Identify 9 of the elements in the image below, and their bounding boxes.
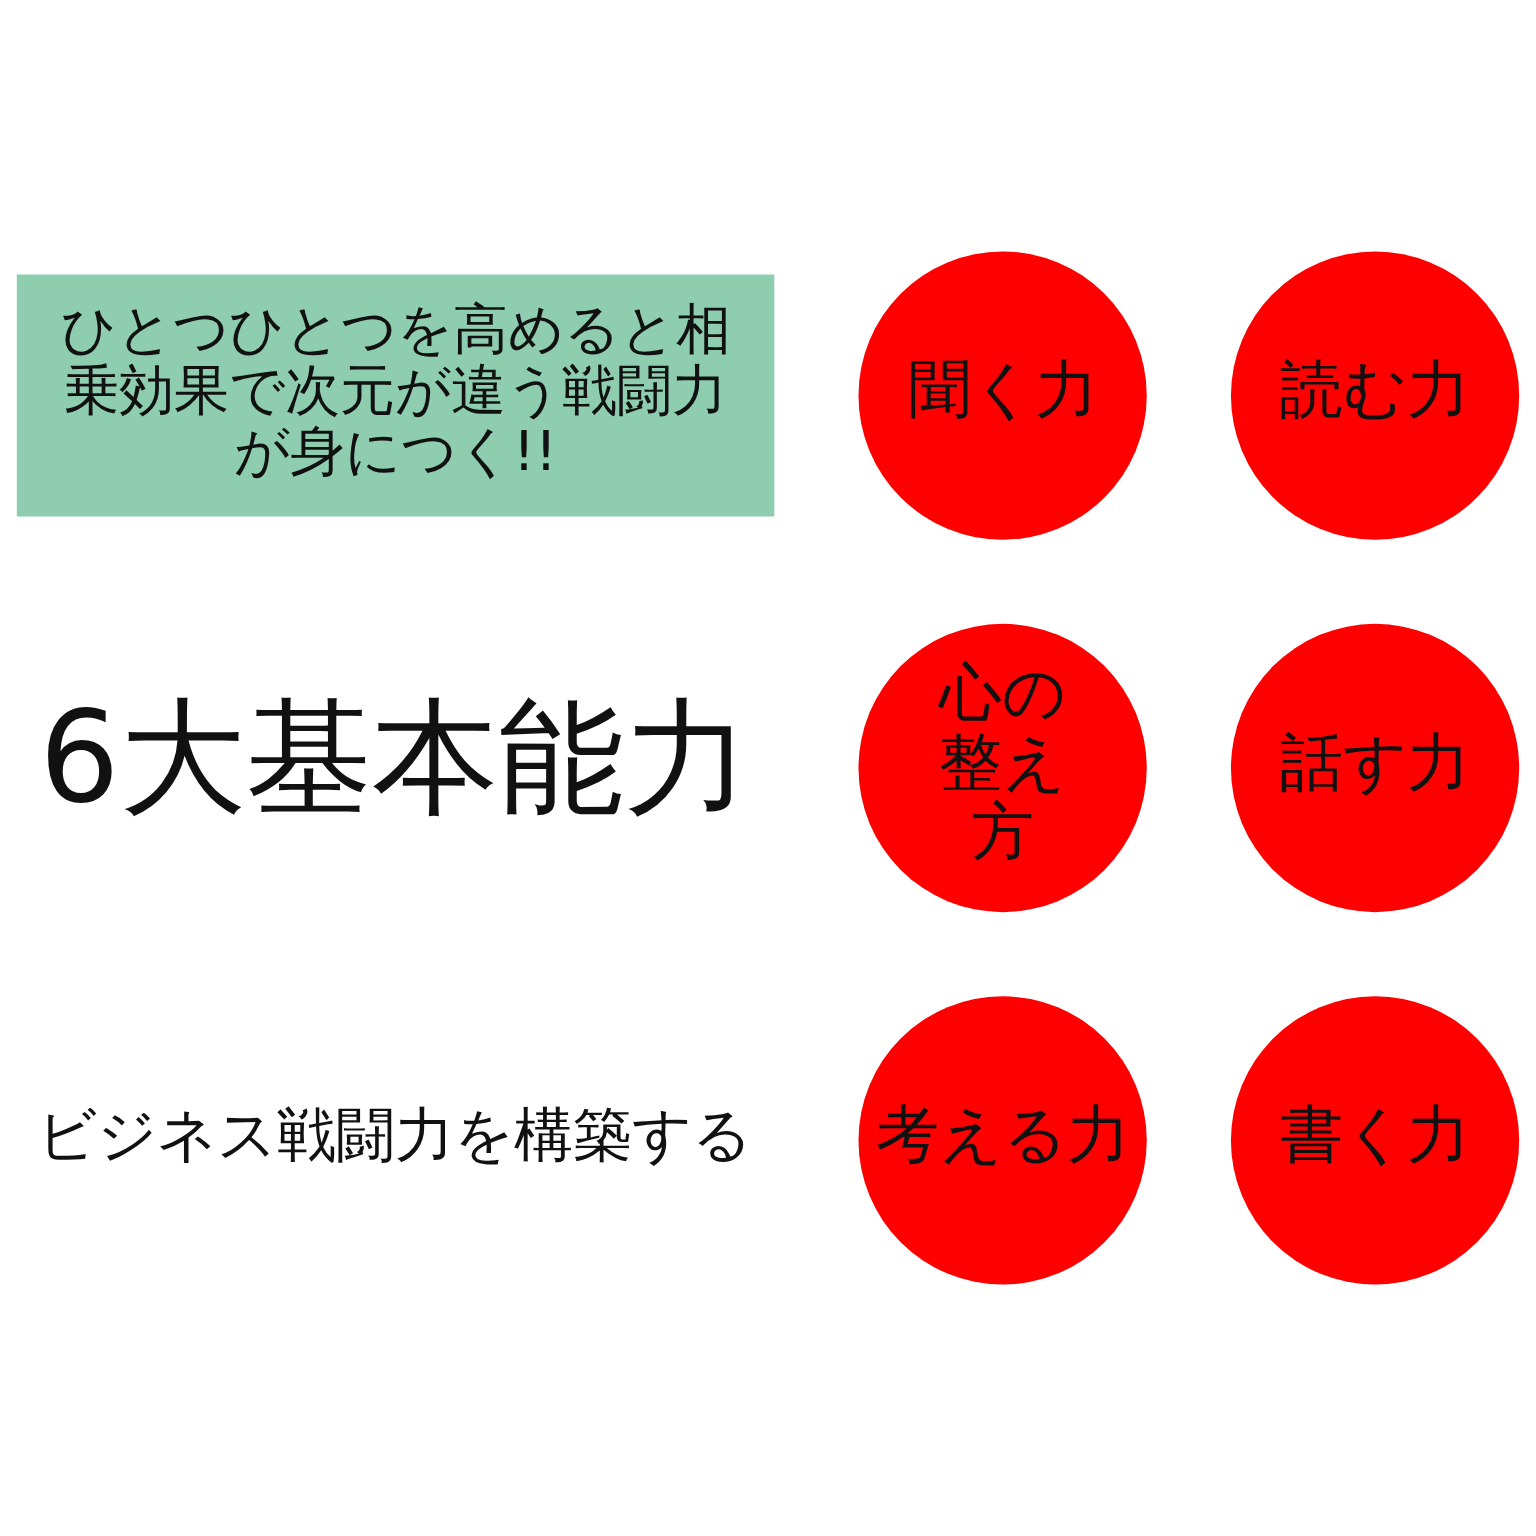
- node-circle: 考える力: [858, 996, 1147, 1285]
- node-circle: 読む力: [1230, 251, 1520, 540]
- node-circle: 聞く力: [858, 251, 1147, 540]
- label: 6大基本能力: [39, 683, 750, 831]
- node-circle: 書く力: [1230, 996, 1520, 1285]
- label: ビジネス戦闘力を構築する: [37, 1099, 752, 1169]
- node-circle: 話す力: [1230, 623, 1520, 913]
- node-circle: 心の整え方: [858, 623, 1147, 913]
- node-box: ひとつひとつを高めると相乗効果で次元が違う戦闘力が身につく!!: [16, 274, 775, 517]
